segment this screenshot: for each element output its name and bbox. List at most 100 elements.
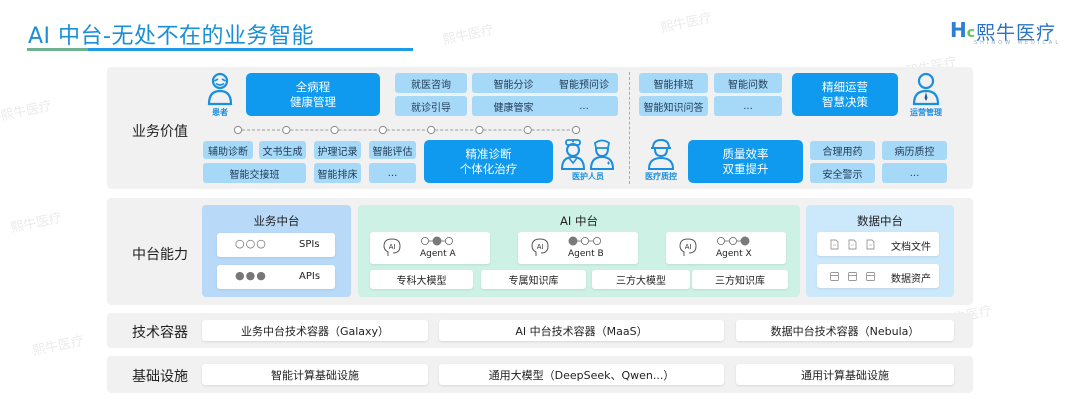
persona-label: 医护人员 [572, 172, 604, 181]
container-maas: AI 中台技术容器（MaaS） [439, 320, 724, 341]
watermark: 熙牛医疗 [0, 98, 54, 125]
agent-card: AI Agent B [518, 232, 638, 264]
watermark: 熙牛医疗 [31, 333, 86, 360]
title-underline [27, 48, 413, 51]
model-label: 专科大模型 [396, 276, 447, 287]
process-flow-line [234, 125, 580, 135]
svg-text:AI: AI [537, 244, 544, 251]
persona-medical-staff: 医护人员 [560, 138, 616, 182]
persona-patient: 患者 [207, 72, 233, 118]
model-label: 三方知识库 [715, 276, 765, 287]
band-label: 基础设施 [132, 369, 188, 385]
card-data-assets: 数据资产 [817, 264, 939, 288]
card-label: SPIs [299, 239, 320, 250]
manager-icon [912, 72, 940, 106]
agent-card: AI Agent A [370, 232, 490, 264]
chip-guidance: 就诊引导 [395, 96, 467, 116]
panel-data-platform: 数据中台 文档文件 数据资产 [806, 205, 954, 297]
card-spis: ○○○ SPIs [217, 233, 335, 257]
flow-node [427, 125, 436, 135]
persona-quality-control: 医疗质控 [645, 138, 677, 182]
card-exclusive-kb: 专属知识库 [481, 270, 586, 289]
chip-safety-alert: 安全警示 [810, 163, 875, 183]
container-galaxy: 业务中台技术容器（Galaxy） [202, 320, 428, 341]
chip-diagnosis-assist: 辅助诊断 [203, 141, 253, 159]
agent-label: Agent X [716, 249, 752, 259]
infra-general-llm: 通用大模型（DeepSeek、Qwen...） [439, 364, 724, 385]
agent-label: Agent B [568, 249, 604, 259]
card-label: 数据资产 [891, 274, 931, 285]
box-line: 智慧决策 [822, 94, 868, 109]
chip-consult: 就医咨询 [395, 73, 467, 93]
chip-pre-consultation: 智能预问诊 [550, 73, 618, 93]
svg-text:AI: AI [685, 244, 692, 251]
card-label: 文档文件 [891, 242, 931, 253]
box-line: 全病程 [295, 79, 331, 94]
agent-flow-icon [420, 236, 454, 246]
logo-subtitle: SHINOW MEDICAL [974, 40, 1062, 46]
box-line: 个体化治疗 [459, 161, 518, 176]
agent-flow-icon [568, 236, 602, 246]
doctor-nurse-icon [560, 139, 615, 170]
persona-label: 患者 [212, 108, 228, 117]
chip-more: ... [550, 96, 618, 116]
card-apis: ●●● APIs [217, 265, 335, 289]
flow-node [330, 125, 339, 135]
container-nebula: 数据中台技术容器（Nebula） [736, 320, 954, 341]
chip-scheduling: 智能排班 [639, 73, 708, 93]
chip-bed-arrange: 智能排床 [314, 163, 361, 183]
flow-node [234, 125, 243, 135]
infra-intelligent-computing: 智能计算基础设施 [202, 364, 428, 385]
persona-label: 医疗质控 [645, 172, 677, 181]
flow-node [378, 125, 387, 135]
box-refined-operation: 精细运营 智慧决策 [792, 73, 898, 116]
box-quality-efficiency: 质量效率 双重提升 [688, 140, 803, 183]
panel-title: 数据中台 [857, 214, 903, 228]
database-icon [830, 272, 875, 281]
chip-nursing-record: 护理记录 [314, 141, 361, 159]
box-line: 精细运营 [822, 79, 868, 94]
chip-more: ... [882, 163, 947, 183]
chip-more: ... [714, 96, 782, 116]
hollow-circles-icon: ○○○ [235, 237, 267, 250]
chip-document-gen: 文书生成 [259, 141, 306, 159]
flow-node [571, 125, 580, 135]
panel-title: AI 中台 [560, 214, 598, 228]
svg-text:AI: AI [389, 244, 396, 251]
watermark: 熙牛医疗 [9, 210, 64, 237]
band-label: 业务价值 [132, 124, 188, 140]
flow-node [523, 125, 532, 135]
agent-flow-icon [716, 236, 750, 246]
box-line: 双重提升 [722, 161, 769, 176]
band-label: 技术容器 [132, 325, 188, 341]
flow-node [475, 125, 484, 135]
inspector-helmet-icon [647, 138, 675, 170]
model-label: 专属知识库 [508, 276, 559, 287]
chip-handover: 智能交接班 [203, 163, 306, 183]
model-label: 三方大模型 [616, 276, 666, 287]
chip-assessment: 智能评估 [369, 141, 416, 159]
patient-icon [207, 72, 233, 106]
company-logo: Hⅽ 熙牛医疗 SHINOW MEDICAL [948, 16, 1068, 46]
panel-business-platform: 业务中台 ○○○ SPIs ●●● APIs [202, 205, 351, 297]
card-third-party-kb: 三方知识库 [692, 270, 788, 289]
watermark: 熙牛医疗 [659, 10, 714, 37]
chip-rational-drug: 合理用药 [810, 141, 875, 160]
document-icon [830, 239, 875, 250]
logo-name: 熙牛医疗 [976, 22, 1057, 44]
chip-more: ... [369, 163, 416, 183]
title-underline-accent [27, 48, 88, 51]
band-label: 中台能力 [132, 247, 188, 263]
chip-health-butler: 健康管家 [472, 96, 555, 116]
chip-record-qc: 病历质控 [882, 141, 947, 160]
card-specialty-model: 专科大模型 [370, 270, 473, 289]
logo-mark-icon: Hⅽ [950, 18, 976, 42]
flow-node [282, 125, 291, 135]
box-precision-treatment: 精准诊断 个体化治疗 [424, 140, 553, 183]
ai-head-icon: AI [679, 238, 697, 256]
ai-head-icon: AI [531, 238, 549, 256]
box-line: 健康管理 [290, 94, 336, 109]
box-line: 质量效率 [722, 146, 769, 161]
chip-data-query: 智能问数 [714, 73, 782, 93]
box-health-management: 全病程 健康管理 [246, 73, 380, 116]
